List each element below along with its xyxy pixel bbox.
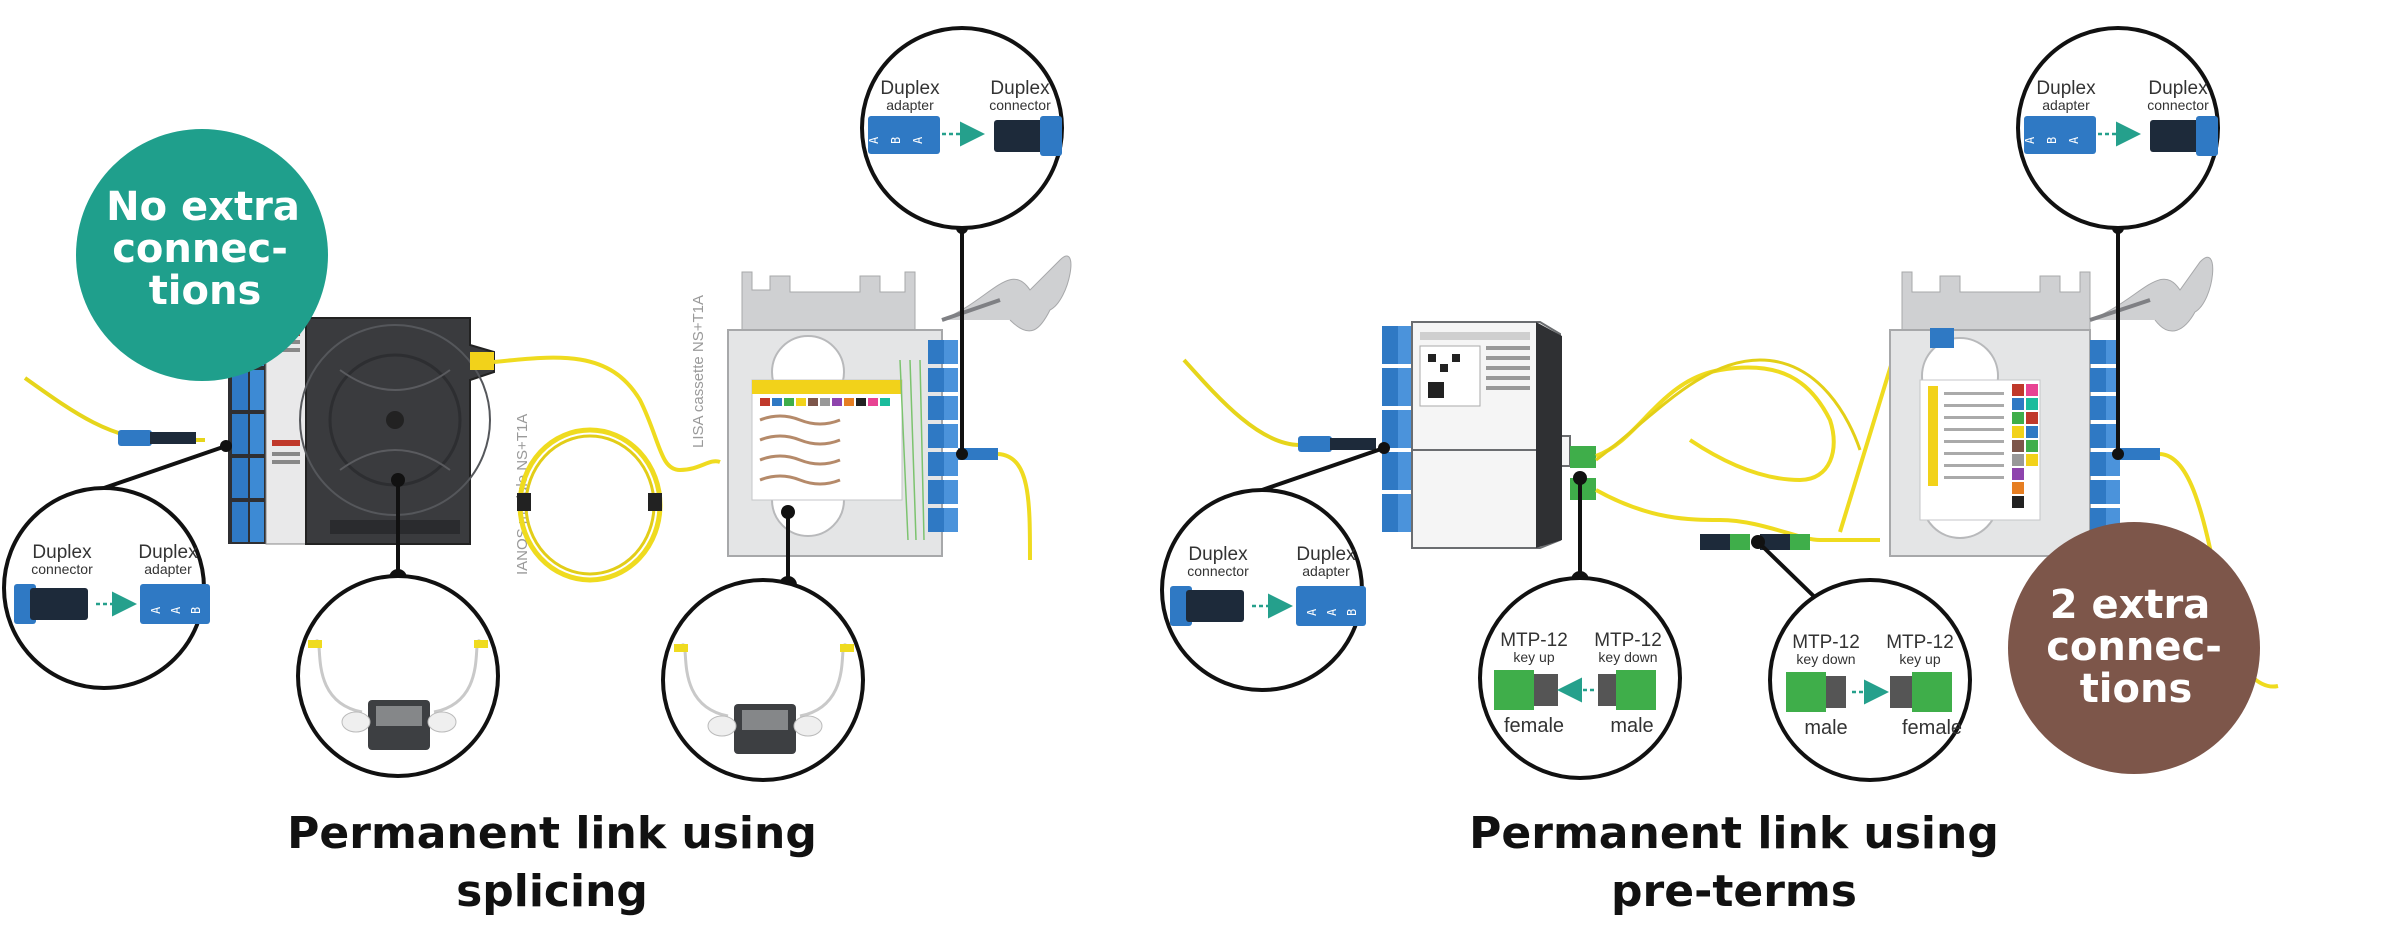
duplex-connector-icon [1186, 590, 1244, 622]
duplex-adapter-icon [868, 116, 940, 154]
mtp-connector-male-icon [1616, 670, 1656, 710]
svg-text:A: A [1305, 608, 1319, 616]
mtp1-right-sub: key down [1598, 649, 1657, 665]
inset-left-right-title: Duplex [138, 542, 198, 563]
mtp2-right-title: MTP-12 [1886, 632, 1954, 653]
svg-text:B: B [1345, 609, 1359, 616]
duplex-connector-icon [2150, 120, 2210, 152]
inset-top-left-title: Duplex [880, 78, 940, 99]
inset-left-left-sub: connector [31, 561, 93, 577]
inset-left-duplex-left: Duplex connector Duplex adapter A A B [2, 440, 232, 690]
mtp2-left-gender: male [1804, 717, 1847, 739]
inset-left-right-sub: adapter [1302, 563, 1350, 579]
mtp1-left-sub: key up [1513, 649, 1554, 665]
badge-line-2: connec- [112, 226, 288, 272]
svg-text:A: A [2023, 136, 2037, 144]
mtp2-left-sub: key down [1796, 651, 1855, 667]
inset-top-right-sub: connector [989, 97, 1051, 113]
svg-text:B: B [189, 607, 203, 614]
inset-top-left-sub: adapter [886, 97, 934, 113]
two-extra-connections-badge: 2 extra connec- tions [2008, 522, 2260, 774]
inset-top-left-sub: adapter [2042, 97, 2090, 113]
inset-top-duplex-right: Duplex adapter Duplex connector A B A [2016, 26, 2220, 460]
badge-line-3: tions [2080, 666, 2193, 712]
duplex-adapter-icon [1296, 586, 1366, 626]
svg-text:A: A [911, 136, 925, 144]
inset-left-left-title: Duplex [32, 542, 92, 563]
inset-top-right-sub: connector [2147, 97, 2209, 113]
svg-text:A: A [2067, 136, 2081, 144]
preterm-port-column [1382, 326, 1412, 532]
mtp2-right-gender: female [1902, 717, 1962, 739]
incoming-connector-left [118, 430, 152, 446]
lisa-cassette: LISA cassette NS+T1A [690, 255, 1072, 561]
inset-top-duplex-left: Duplex adapter Duplex connector A B A [860, 26, 1064, 460]
caption-right-line-2: pre-terms [1611, 866, 1857, 917]
mtp2-right-sub: key up [1899, 651, 1940, 667]
mtp1-right-gender: male [1610, 715, 1653, 737]
inset-mtp-1: MTP-12 key up MTP-12 key down female mal… [1478, 471, 1682, 780]
inset-left-left-title: Duplex [1188, 544, 1248, 565]
svg-text:A: A [149, 606, 163, 614]
badge-line-2: connec- [2046, 624, 2222, 670]
preterm-module [1382, 321, 1596, 549]
svg-text:A: A [867, 136, 881, 144]
mtp1-left-title: MTP-12 [1500, 630, 1568, 651]
badge-line-3: tions [149, 268, 262, 314]
duplex-adapter-icon [2024, 116, 2096, 154]
mtp1-left-gender: female [1504, 715, 1564, 737]
duplex-connector-icon [994, 120, 1054, 152]
preterm-trunk-cable [1595, 318, 1922, 550]
left-diagram: IANOS module NS+T1A No extra connec- tio… [2, 26, 1072, 917]
duplex-adapter-icon [140, 584, 210, 624]
mtp-connector-female-icon [1912, 672, 1952, 712]
inset-mtp-2: MTP-12 key down MTP-12 key up male femal… [1751, 535, 1972, 782]
no-extra-connections-badge: No extra connec- tions [76, 129, 328, 381]
inset-top-right-title: Duplex [2148, 78, 2208, 99]
svg-text:B: B [889, 137, 903, 144]
mtp1-right-title: MTP-12 [1594, 630, 1662, 651]
svg-text:A: A [169, 606, 183, 614]
incoming-fiber-left [23, 376, 205, 442]
badge-line-1: 2 extra [2050, 582, 2211, 628]
lisa-cassette-label: LISA cassette NS+T1A [690, 295, 707, 448]
inset-splicing-2 [661, 505, 865, 782]
inset-left-duplex-right: Duplex connector Duplex adapter A A B [1160, 442, 1390, 692]
svg-text:A: A [1325, 608, 1339, 616]
inset-left-right-title: Duplex [1296, 544, 1356, 565]
svg-text:B: B [2045, 137, 2059, 144]
mtp2-left-title: MTP-12 [1792, 632, 1860, 653]
incoming-connector-right [1298, 436, 1332, 452]
right-cassette-port-column [2090, 340, 2120, 532]
mtp-connector-male-icon [1786, 672, 1826, 712]
caption-left-line-1: Permanent link using [287, 808, 817, 859]
inset-left-right-sub: adapter [144, 561, 192, 577]
inset-left-left-sub: connector [1187, 563, 1249, 579]
cassette-port-column [928, 340, 958, 532]
mtp-connector-female-icon [1494, 670, 1534, 710]
duplex-connector-icon [30, 588, 88, 620]
incoming-fiber-right [1182, 358, 1360, 447]
caption-left-line-2: splicing [456, 866, 648, 917]
inset-splicing-1 [296, 473, 500, 778]
inset-top-left-title: Duplex [2036, 78, 2096, 99]
inset-top-right-title: Duplex [990, 78, 1050, 99]
right-diagram: 2 extra connec- tions Duplex adapter Dup… [1160, 26, 2279, 917]
caption-right-line-1: Permanent link using [1469, 808, 1999, 859]
fiber-coil-left [493, 355, 721, 583]
right-cassette [1889, 256, 2279, 689]
badge-line-1: No extra [106, 184, 300, 230]
